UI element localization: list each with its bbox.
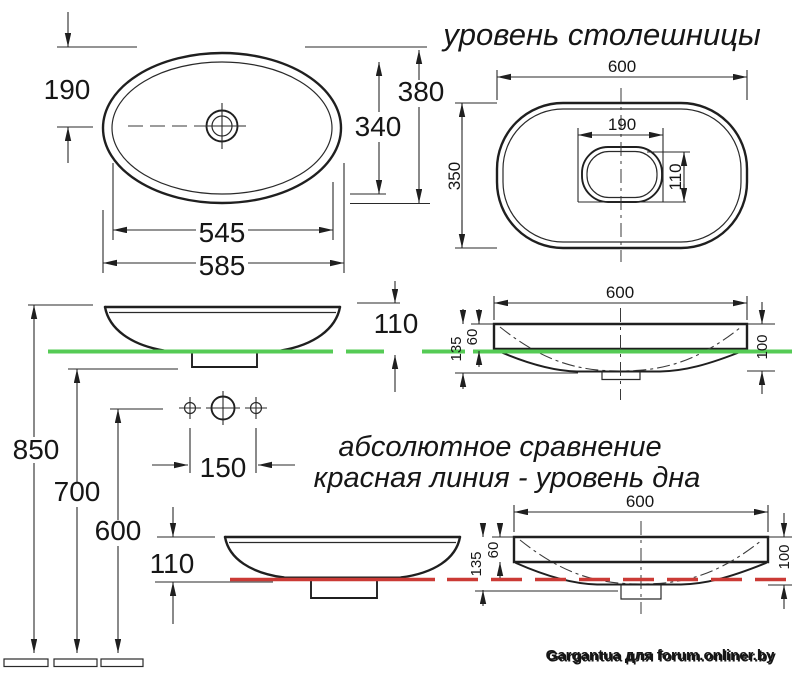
dim-sink-total-green: 135 xyxy=(448,336,465,361)
dim-sink-depth-red: 100 xyxy=(776,544,793,569)
dim-oval-outer-width: 585 xyxy=(199,250,246,281)
red-comparison-side-views: 110 600 60 135 100 xyxy=(150,492,793,624)
watermark-highlight: Gargantua для forum.onliner.by xyxy=(547,649,776,666)
watermark: Gargantua для forum.onliner.by xyxy=(546,647,775,664)
drain-foot xyxy=(601,371,641,381)
dim-rect-drain-height: 110 xyxy=(666,163,685,190)
vessel-bowl-side-view xyxy=(103,305,342,368)
countertop-level-title: уровень столешницы xyxy=(441,17,761,52)
rect-basin-top-view: 600 350 190 110 xyxy=(445,57,749,262)
dim-floor-to-underside: 700 xyxy=(54,476,101,507)
drain-foot xyxy=(191,351,258,368)
dim-floor-to-rim: 850 xyxy=(13,434,60,465)
dim-oval-rim-to-center: 190 xyxy=(44,74,91,105)
green-comparison-side-views: 110 600 60 135 100 xyxy=(48,281,792,400)
dim-sink-depth-green: 100 xyxy=(754,334,771,359)
dim-oval-inner-width: 545 xyxy=(199,217,246,248)
dim-oval-inner-height: 340 xyxy=(355,111,402,142)
installation-dimensions: 850 700 600 150 xyxy=(3,304,295,668)
dim-rect-height: 350 xyxy=(445,162,464,190)
dim-bowl-height-green: 110 xyxy=(374,308,419,339)
dim-sink-rim-red: 60 xyxy=(485,542,502,559)
dim-floor-to-holes: 600 xyxy=(95,515,142,546)
vessel-bowl-side-view-red xyxy=(223,535,462,599)
dim-sink-rim-green: 60 xyxy=(464,329,481,346)
drain-foot xyxy=(620,584,662,600)
floor-symbol xyxy=(3,658,144,668)
dim-oval-outer-height: 380 xyxy=(398,76,445,107)
drain-foot xyxy=(310,579,378,599)
dim-sink-width-red: 600 xyxy=(626,492,654,511)
comparison-title-line1: абсолютное сравнение xyxy=(338,431,661,463)
dim-hole-spacing: 150 xyxy=(200,452,247,483)
comparison-title-line2: красная линия - уровень дна xyxy=(314,462,701,494)
dim-rect-drain-width: 190 xyxy=(608,115,636,134)
semirecessed-sink-side-view xyxy=(492,308,749,400)
dim-rect-width: 600 xyxy=(608,57,636,76)
oval-basin-top-view: 190 380 340 545 585 xyxy=(44,12,445,281)
drain-opening xyxy=(581,146,663,203)
dim-sink-total-red: 135 xyxy=(468,551,485,576)
faucet-hole-pattern xyxy=(179,391,267,425)
dim-bowl-height-red: 110 xyxy=(150,548,195,579)
dim-sink-width-green: 600 xyxy=(606,283,634,302)
semirecessed-sink-side-view-red xyxy=(512,521,770,614)
